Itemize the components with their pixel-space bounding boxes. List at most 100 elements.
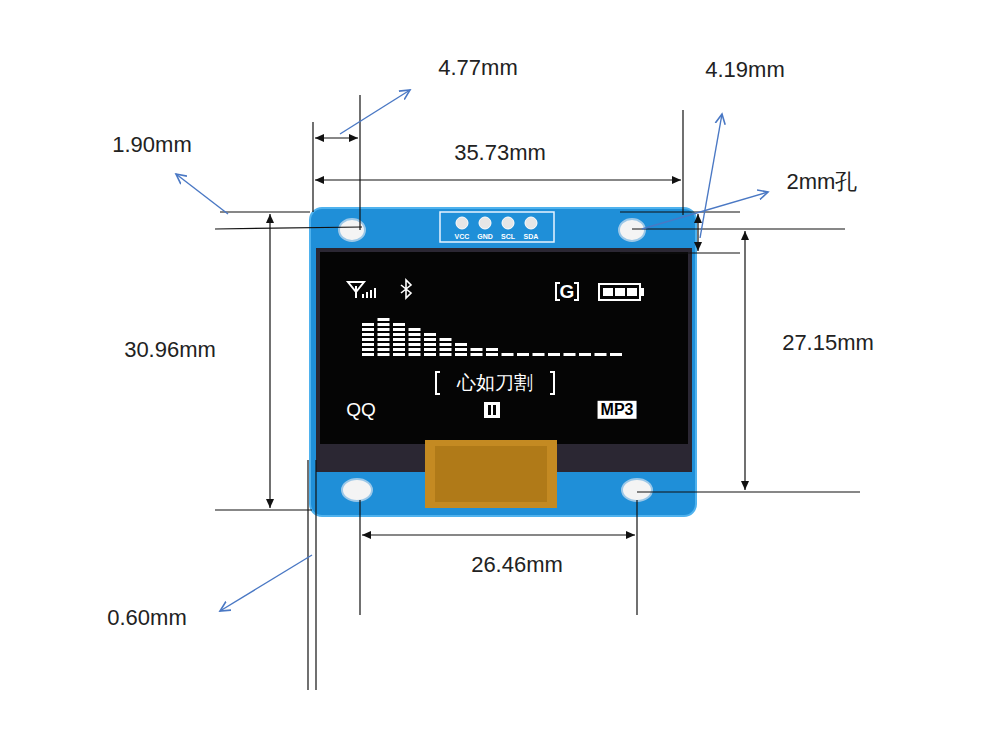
drawing-part xyxy=(435,446,547,502)
drawing-part xyxy=(744,231,745,490)
pin-name: VCC xyxy=(455,233,470,241)
dimension-label: 2mm孔 xyxy=(787,169,858,194)
drawing-part xyxy=(425,440,557,508)
screen-text: QQ xyxy=(346,399,376,421)
drawing-part xyxy=(215,95,860,690)
drawing-part xyxy=(355,286,357,298)
drawing-part xyxy=(700,114,722,238)
drawing-part xyxy=(456,217,468,229)
dimension-label: 4.19mm xyxy=(705,57,784,82)
drawing-part xyxy=(440,343,452,346)
drawing-part xyxy=(455,353,467,356)
drawing-part xyxy=(637,491,860,492)
drawing-part xyxy=(471,348,483,351)
drawing-part xyxy=(619,219,645,241)
drawing-part xyxy=(362,338,374,341)
drawing-part xyxy=(440,212,554,242)
drawing-part xyxy=(393,333,405,336)
drawing-part xyxy=(595,353,607,356)
drawing-part xyxy=(401,280,411,298)
dimension-label: 4.77mm xyxy=(438,55,517,80)
drawing-part xyxy=(362,343,374,346)
drawing-part xyxy=(393,328,405,331)
drawing-part xyxy=(393,353,405,356)
drawing-part xyxy=(620,252,740,253)
drawing-part xyxy=(424,338,436,341)
drawing-part xyxy=(409,328,421,331)
drawing-part xyxy=(378,348,390,351)
drawing-part xyxy=(339,219,365,241)
drawing-part xyxy=(440,338,452,341)
drawing-part xyxy=(642,192,768,229)
drawing-part xyxy=(362,323,374,326)
drawing-part xyxy=(316,248,692,472)
drawing-part xyxy=(370,290,372,298)
drawing-part xyxy=(455,343,467,346)
dimension-label: 0.60mm xyxy=(107,605,186,630)
drawing-part xyxy=(315,137,358,138)
drawing-part xyxy=(525,217,537,229)
drawing-part xyxy=(409,338,421,341)
drawing-part xyxy=(579,353,591,356)
drawing-part xyxy=(393,323,405,326)
drawing-part xyxy=(682,110,683,215)
drawing-part xyxy=(340,90,410,134)
drawing-part xyxy=(479,217,491,229)
drawing-part xyxy=(315,179,681,180)
pin-name: SCL xyxy=(501,233,515,241)
drawing-part xyxy=(622,479,652,501)
drawing-part xyxy=(378,338,390,341)
drawing-part xyxy=(315,460,316,690)
drawing-part xyxy=(269,214,270,508)
drawing-part xyxy=(564,353,576,356)
drawing-part xyxy=(362,353,374,356)
drawing-part xyxy=(440,353,452,356)
drawing-part xyxy=(374,288,376,298)
drawing-part xyxy=(424,348,436,351)
drawing-part xyxy=(436,372,554,394)
screen-text: MP3 xyxy=(598,401,637,419)
drawing-part xyxy=(393,343,405,346)
drawing-part xyxy=(307,460,308,690)
drawing-part xyxy=(378,323,390,326)
drawing-part xyxy=(409,343,421,346)
drawing-part xyxy=(610,353,622,356)
drawing-part xyxy=(393,338,405,341)
drawing-part xyxy=(378,318,390,321)
drawing-part xyxy=(362,294,364,298)
screen-text: G xyxy=(560,281,575,303)
dimension-label: 27.15mm xyxy=(782,330,874,355)
drawing-part xyxy=(484,402,500,418)
drawing-part xyxy=(342,479,372,501)
dimension-label: 26.46mm xyxy=(471,552,563,577)
drawing-part xyxy=(220,555,312,611)
drawing-part xyxy=(493,405,496,415)
drawing-part xyxy=(502,353,514,356)
drawing-part xyxy=(378,343,390,346)
drawing-part xyxy=(603,288,613,296)
drawing-part xyxy=(440,348,452,351)
drawing-part xyxy=(362,318,622,356)
screen-text: 心如刀割 xyxy=(457,372,533,394)
drawing-part xyxy=(424,333,436,336)
dimension-label: 1.90mm xyxy=(112,132,191,157)
drawing-part xyxy=(378,333,390,336)
drawing-part xyxy=(215,509,312,510)
drawing-part xyxy=(393,348,405,351)
drawing-part xyxy=(636,500,637,615)
drawing-part xyxy=(486,348,498,351)
pin-name: SDA xyxy=(524,233,539,241)
drawing-part xyxy=(455,348,467,351)
drawing-part xyxy=(378,353,390,356)
drawing-part xyxy=(362,328,374,331)
drawing-part xyxy=(362,348,374,351)
drawing-part xyxy=(615,288,625,296)
drawing-part xyxy=(471,353,483,356)
drawing-part xyxy=(215,227,362,229)
drawing-part xyxy=(548,353,560,356)
drawing-part xyxy=(176,174,228,214)
drawing-part xyxy=(409,348,421,351)
drawing-part xyxy=(409,353,421,356)
drawing-part xyxy=(599,284,640,300)
